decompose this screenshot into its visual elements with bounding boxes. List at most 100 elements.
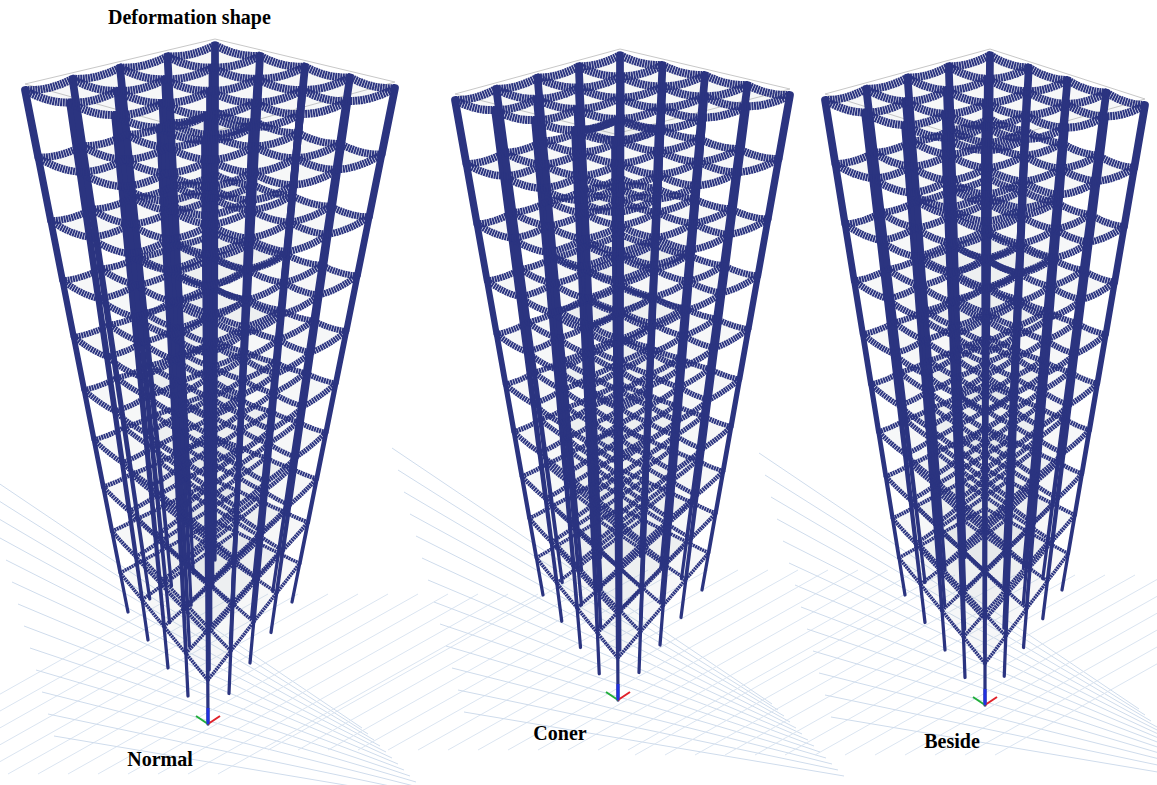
beam <box>886 476 911 500</box>
column <box>229 651 231 694</box>
beam <box>1053 503 1075 514</box>
beam <box>709 379 740 400</box>
beam <box>548 226 583 239</box>
column <box>963 637 965 678</box>
beam <box>551 542 573 566</box>
beam <box>232 578 255 603</box>
beam <box>591 494 617 515</box>
column <box>207 584 211 628</box>
column <box>710 319 717 369</box>
beam <box>664 564 686 579</box>
column <box>211 45 219 111</box>
beam <box>956 448 985 469</box>
beam <box>208 434 239 453</box>
beam <box>748 85 791 95</box>
beam <box>647 435 675 455</box>
beam <box>1063 430 1089 453</box>
grid-line <box>458 690 838 770</box>
beam <box>649 367 682 386</box>
beam <box>277 563 300 592</box>
beam <box>552 298 586 312</box>
beam <box>588 354 618 370</box>
beam <box>687 293 722 310</box>
beam <box>863 322 894 334</box>
beam <box>101 269 137 285</box>
beam <box>893 354 924 374</box>
beam <box>283 522 308 550</box>
grid-line <box>298 570 618 750</box>
beam <box>655 269 689 281</box>
beam <box>591 407 619 424</box>
column <box>768 159 779 219</box>
beam <box>686 542 708 553</box>
beam <box>112 518 138 531</box>
grid-line <box>404 492 784 716</box>
beam <box>1013 426 1041 447</box>
beam <box>506 384 534 403</box>
beam <box>122 173 166 186</box>
beam <box>679 387 708 400</box>
column <box>595 589 597 632</box>
beam <box>107 342 142 356</box>
beam <box>282 295 320 314</box>
beam <box>618 632 641 658</box>
beam <box>291 468 316 479</box>
beam <box>529 518 551 542</box>
column <box>739 85 748 149</box>
beam <box>155 516 183 535</box>
beam <box>142 342 175 360</box>
beam <box>1076 322 1106 334</box>
beam <box>985 479 1011 499</box>
beam <box>985 505 1009 526</box>
beam <box>952 335 985 353</box>
beam <box>617 441 648 462</box>
beam <box>1055 242 1090 258</box>
grid-line <box>0 594 298 774</box>
grid-line <box>771 497 1151 721</box>
beam <box>863 334 894 354</box>
beam <box>1011 476 1037 499</box>
grid-line <box>635 575 955 755</box>
beam <box>589 424 619 442</box>
beam <box>513 201 549 213</box>
beam <box>186 628 209 653</box>
beam <box>924 340 954 358</box>
beam <box>136 540 162 556</box>
grid-line <box>825 695 1157 775</box>
grid-line <box>268 570 588 750</box>
beam <box>616 265 654 280</box>
beam <box>960 526 984 547</box>
beam <box>268 422 298 444</box>
beam <box>98 299 134 317</box>
column <box>1024 608 1027 647</box>
beam <box>920 286 952 302</box>
beam <box>675 416 703 436</box>
column <box>1134 105 1145 168</box>
beam <box>577 588 599 607</box>
beam <box>120 573 142 600</box>
column <box>466 164 477 224</box>
beam <box>620 610 641 632</box>
column <box>985 55 993 118</box>
beam <box>899 405 928 426</box>
beam <box>619 523 643 543</box>
beam <box>209 603 232 628</box>
beam <box>1083 270 1115 282</box>
column <box>1038 360 1042 407</box>
column <box>960 395 961 439</box>
beam <box>210 286 246 300</box>
beam <box>985 448 1013 469</box>
grid-line <box>815 575 1135 755</box>
beam <box>313 320 346 331</box>
beam <box>520 257 553 269</box>
beam <box>184 608 208 634</box>
beam <box>514 432 540 453</box>
beam <box>1015 340 1045 358</box>
beam <box>1037 453 1063 476</box>
beam <box>254 593 277 622</box>
beam <box>618 588 643 613</box>
beam <box>206 334 244 353</box>
beam <box>954 375 984 393</box>
column <box>660 605 663 645</box>
